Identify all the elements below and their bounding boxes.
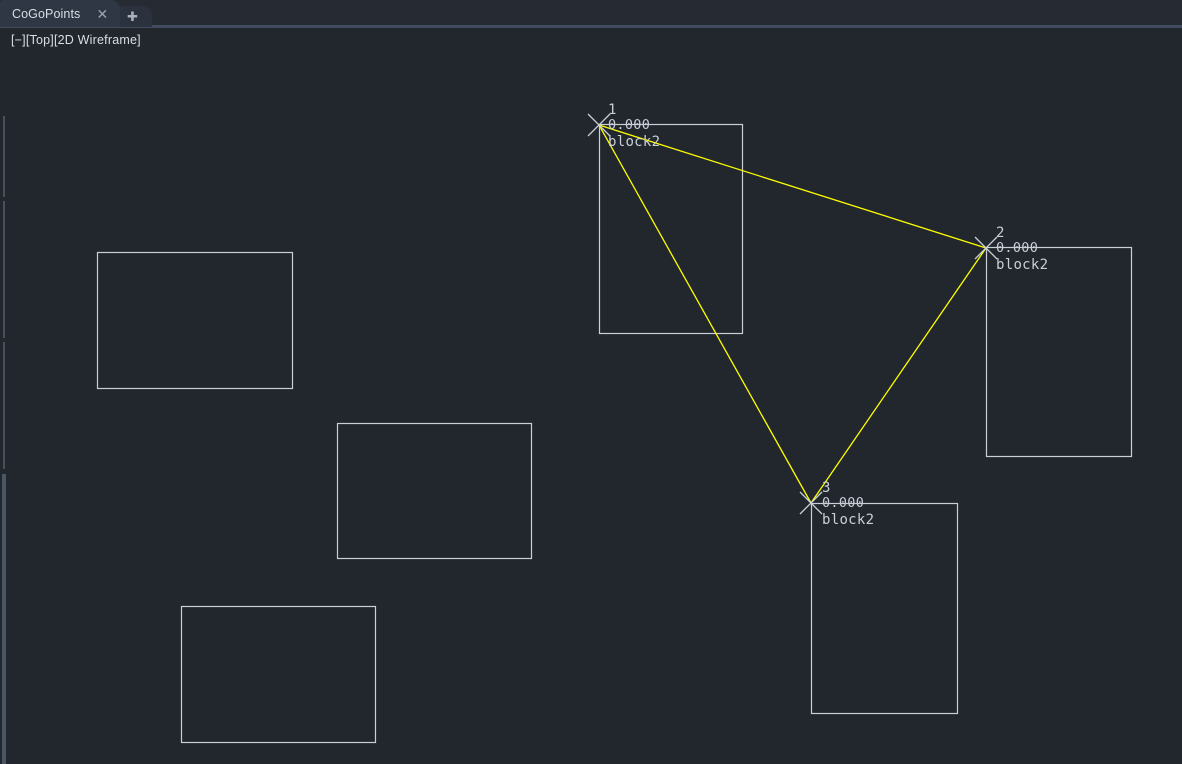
cogo-point-number-1[interactable]: 1 <box>608 102 617 118</box>
left-panel-rail[interactable] <box>0 28 9 764</box>
rect-left-upper[interactable] <box>96 251 294 390</box>
tab-bar: CoGoPoints ✕ ✚ <box>0 0 1182 28</box>
cogo-point-description-3[interactable]: block2 <box>822 512 875 528</box>
rail-segment-2 <box>3 201 5 338</box>
viewport-label[interactable]: [−][Top][2D Wireframe] <box>11 33 141 47</box>
cogo-point-description-2[interactable]: block2 <box>996 257 1049 273</box>
cogo-point-elevation-1[interactable]: 0.000 <box>608 117 651 133</box>
rect-block2-2[interactable] <box>985 246 1133 458</box>
tab-label: CoGoPoints <box>12 6 81 21</box>
rail-segment-3 <box>3 342 5 469</box>
line-1-2[interactable] <box>598 124 987 249</box>
cogo-point-elevation-2[interactable]: 0.000 <box>996 240 1039 256</box>
new-tab-button[interactable]: ✚ <box>112 6 153 27</box>
line-2-3[interactable] <box>810 247 987 504</box>
cogo-point-marker-2[interactable] <box>974 236 998 260</box>
close-icon[interactable]: ✕ <box>96 5 109 22</box>
tab-bar-underline <box>0 25 1182 28</box>
cogo-point-number-3[interactable]: 3 <box>822 480 831 496</box>
cogo-point-marker-1[interactable] <box>587 113 611 137</box>
rect-block2-3[interactable] <box>810 502 959 715</box>
rect-left-lower[interactable] <box>180 605 377 744</box>
rect-block2-1[interactable] <box>598 123 744 335</box>
cogo-point-marker-3[interactable] <box>799 491 823 515</box>
rail-segment-1 <box>3 116 5 197</box>
line-3-1[interactable] <box>598 124 812 504</box>
drawing-contents <box>9 28 1182 764</box>
tab-cogopoints[interactable]: CoGoPoints ✕ <box>0 0 121 27</box>
plus-icon: ✚ <box>126 8 138 24</box>
rect-left-middle[interactable] <box>336 422 533 560</box>
drawing-svg <box>96 113 1133 744</box>
cogo-point-number-2[interactable]: 2 <box>996 225 1005 241</box>
cogo-point-elevation-3[interactable]: 0.000 <box>822 495 865 511</box>
rail-scroll-thumb[interactable] <box>2 474 6 764</box>
cogo-point-description-1[interactable]: block2 <box>608 134 661 150</box>
